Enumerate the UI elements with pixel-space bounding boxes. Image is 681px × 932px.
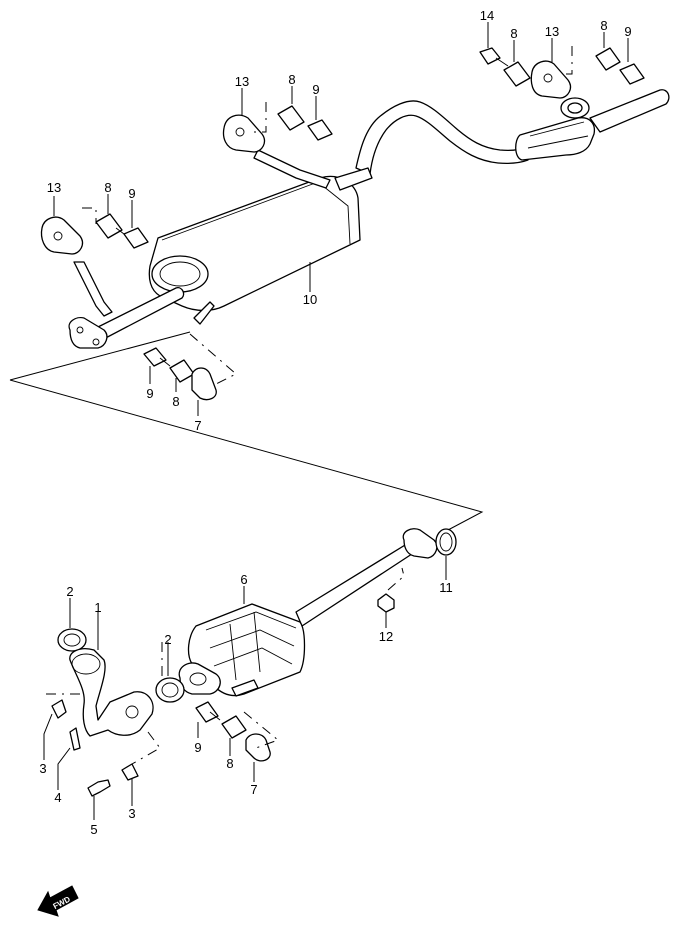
exhaust-manifold-pipe	[51, 628, 154, 797]
part-callouts: 14 8 13 8 9 13 8 9 13 8 9 10 9 8 7 6 11 …	[39, 8, 631, 837]
callout-8: 8	[600, 18, 607, 33]
callout-2: 2	[66, 584, 73, 599]
callout-9: 9	[624, 24, 631, 39]
callout-8: 8	[226, 756, 233, 771]
callout-1: 1	[94, 600, 101, 615]
callout-9: 9	[146, 386, 153, 401]
callout-3: 3	[39, 761, 46, 776]
callout-9: 9	[128, 186, 135, 201]
callout-9: 9	[312, 82, 319, 97]
callout-9: 9	[194, 740, 201, 755]
callout-5: 5	[90, 822, 97, 837]
callout-13: 13	[545, 24, 559, 39]
hanger-mounts-lower	[195, 701, 271, 762]
callout-13: 13	[47, 180, 61, 195]
callout-3: 3	[128, 806, 135, 821]
callout-6: 6	[240, 572, 247, 587]
hanger-mounts-upper	[40, 47, 645, 401]
callout-7: 7	[194, 418, 201, 433]
callout-8: 8	[510, 26, 517, 41]
callout-10: 10	[303, 292, 317, 307]
callout-8: 8	[172, 394, 179, 409]
callout-8: 8	[104, 180, 111, 195]
callout-8: 8	[288, 72, 295, 87]
rear-muffler-assembly	[68, 89, 670, 349]
callout-13: 13	[235, 74, 249, 89]
callout-14: 14	[480, 8, 494, 23]
leader-lines-lower	[46, 567, 405, 765]
leader-lines-upper	[9, 46, 573, 531]
callout-2: 2	[164, 632, 171, 647]
callout-12: 12	[379, 629, 393, 644]
front-pipe-assembly	[155, 528, 457, 703]
callout-7: 7	[250, 782, 257, 797]
callout-11: 11	[439, 580, 453, 595]
callout-4: 4	[54, 790, 61, 805]
fwd-arrow-icon: FWD	[37, 885, 79, 917]
